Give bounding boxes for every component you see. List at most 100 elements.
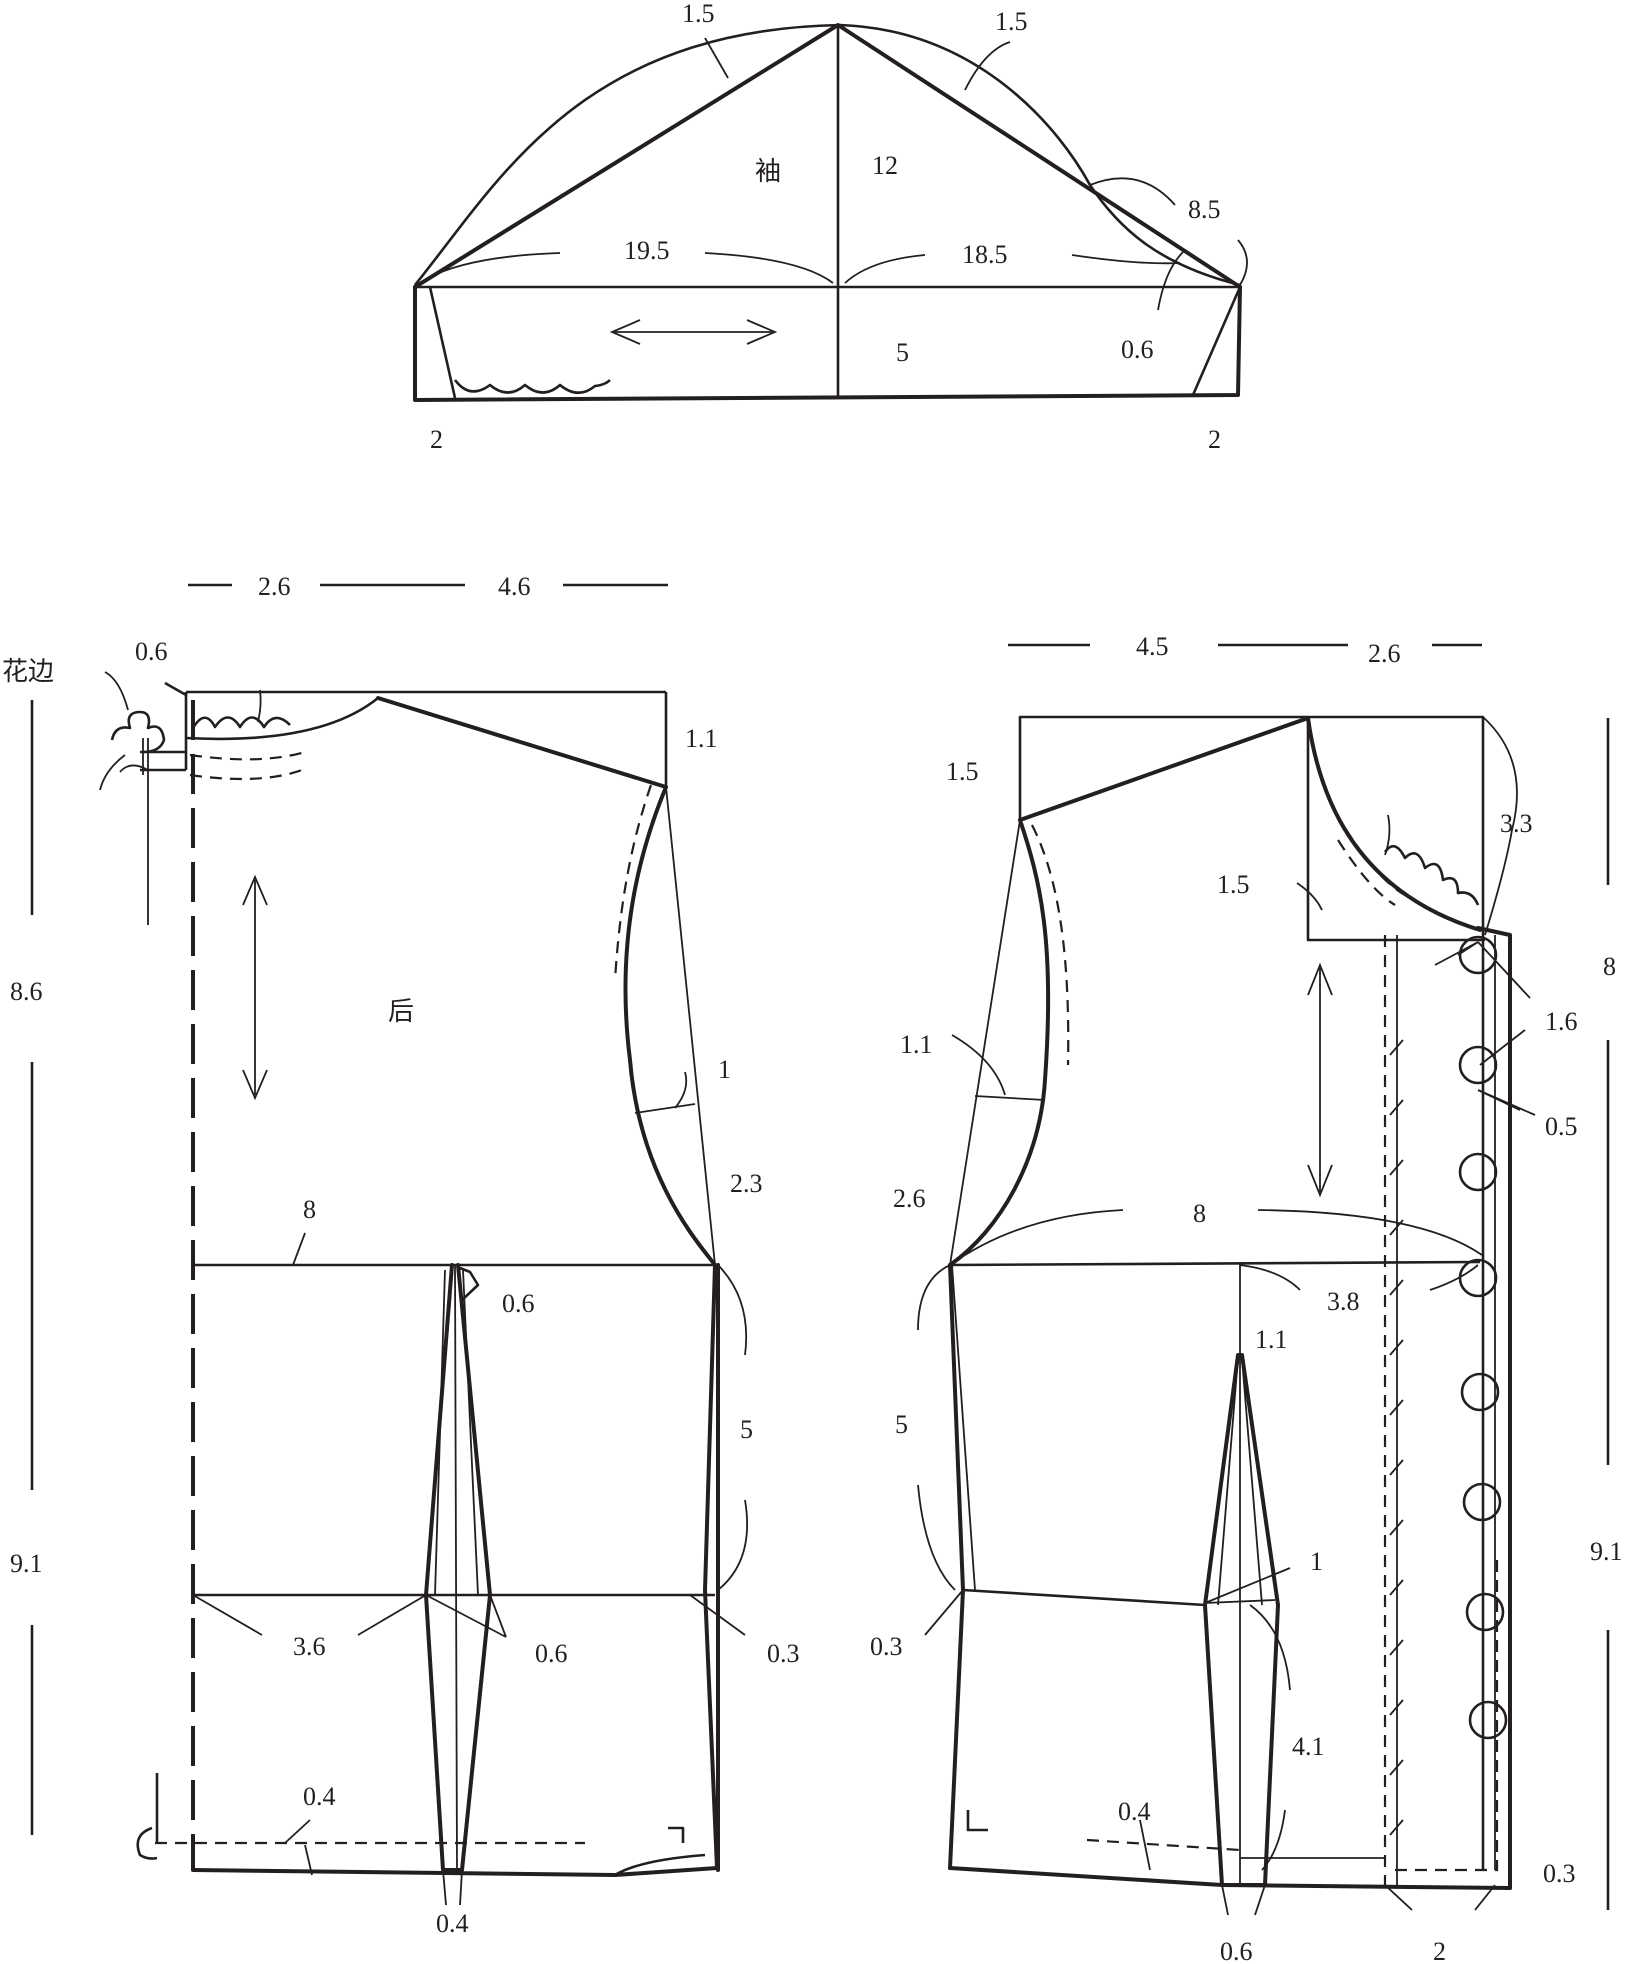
back-shoulder-drop-dim: 1.1 (685, 724, 718, 753)
back-hem-fold (136, 1773, 159, 1860)
sleeve-cap-left-dim: 1.5 (682, 0, 715, 28)
back-grain-arrow (242, 874, 268, 1101)
front-neck-width-dim: 1.5 (1217, 870, 1250, 899)
back-top-left-dim: 2.6 (258, 572, 291, 601)
back-side-inset-dim: 0.3 (767, 1639, 800, 1668)
front-shoulder-line (1018, 716, 1310, 822)
front-hem-corner (966, 1810, 988, 1832)
back-bodice-pattern: 后 花边 2.6 4.6 0.6 1.1 8.6 9.1 1 2.3 8 0.6… (2, 572, 800, 1938)
back-waist-dart (424, 1263, 492, 1872)
front-dart-top-dim: 1.1 (1255, 1325, 1288, 1354)
front-dart-bottom-dim: 0.6 (1220, 1937, 1253, 1964)
front-neck-width-arc (1296, 882, 1323, 911)
back-hem-leader (284, 1819, 313, 1876)
back-waist-leader-left (192, 1594, 263, 1636)
back-lower-length-dim: 9.1 (10, 1549, 43, 1578)
front-dart-leaders (1204, 1567, 1291, 1604)
front-shoulder-drop-dim: 1.5 (946, 757, 979, 786)
back-armhole-angle-dim: 1 (718, 1055, 731, 1084)
front-placket-hem-dim: 0.3 (1543, 1859, 1576, 1888)
sleeve-hem-right-dim: 2 (1208, 425, 1221, 454)
sleeve-back-dim-arc (427, 252, 561, 279)
front-button-size-dim: 1.6 (1545, 1007, 1578, 1036)
front-dart-bottom-leaders (1221, 1884, 1266, 1916)
front-dart-bottom-arc (1261, 1809, 1286, 1871)
back-side-seam (703, 1263, 719, 1870)
back-armhole (623, 785, 717, 1267)
back-side-arc-lower (717, 1499, 748, 1591)
back-label: 后 (388, 997, 414, 1027)
front-top-left-dim: 4.5 (1136, 632, 1169, 661)
sleeve-front-dim-arc-2 (1071, 254, 1181, 265)
front-upper-length-dim: 8 (1603, 952, 1616, 981)
back-top-right-dim: 4.6 (498, 572, 531, 601)
back-waist-leader-side (689, 1594, 746, 1636)
back-collar-trim (99, 671, 306, 925)
button-7 (1465, 1592, 1505, 1632)
front-chest-line (949, 1260, 1481, 1267)
back-armhole-measure (634, 1103, 696, 1114)
back-side-arc-upper (717, 1264, 748, 1356)
front-button-offset-dim: 0.5 (1545, 1112, 1578, 1141)
back-waist-left-dim: 3.6 (293, 1632, 326, 1661)
sleeve-cap-height-dim: 12 (872, 151, 898, 180)
front-dart-inner-r (1241, 1357, 1263, 1606)
front-buttons (1458, 935, 1508, 1740)
button-1 (1458, 935, 1498, 975)
front-neckline-dash-2 (1344, 827, 1406, 896)
back-side-straight (665, 786, 716, 1266)
button-8 (1468, 1700, 1508, 1740)
sleeve-hem-left-dim: 2 (430, 425, 443, 454)
front-chest-arc-left (949, 1209, 1124, 1266)
sleeve-back-line-dim: 19.5 (624, 236, 670, 265)
back-dart-inner-left (434, 1269, 446, 1596)
front-side-inner (951, 1264, 976, 1591)
front-hem-curve-dim: 0.4 (1118, 1797, 1151, 1826)
front-neck-scallop (1383, 844, 1480, 906)
front-armhole (948, 818, 1051, 1267)
front-placket-width-dim: 2 (1433, 1937, 1446, 1964)
front-neckline (1306, 716, 1482, 932)
front-placket-edge (1476, 926, 1512, 1890)
front-neck-depth-dim: 3.3 (1500, 809, 1533, 838)
front-placket-width-leaders (1384, 1884, 1496, 1911)
back-hem-curve-dim: 0.4 (303, 1782, 336, 1811)
button-4 (1458, 1258, 1498, 1298)
front-armhole-dash (1031, 824, 1070, 1066)
button-5 (1460, 1372, 1500, 1412)
back-armhole-angle-arc (674, 1071, 688, 1109)
back-chest-leader (292, 1232, 306, 1266)
front-neck-box (1018, 715, 1485, 942)
front-waist-dart-dim: 1 (1310, 1547, 1323, 1576)
front-side-arc-upper (917, 1264, 951, 1331)
front-dart-inner-l (1217, 1357, 1239, 1606)
back-waist-leader-dart-l (357, 1594, 427, 1636)
back-dart-center (454, 1264, 458, 1871)
back-dart-bottom-leader-r (459, 1869, 463, 1906)
back-dart-inner-right (462, 1269, 479, 1596)
front-placket-dash-inner (1390, 1560, 1499, 1872)
front-dart-length-arc (1249, 1604, 1291, 1691)
front-lower-length-dim: 9.1 (1590, 1537, 1623, 1566)
sleeve-offset-dim: 0.6 (1121, 335, 1154, 364)
front-waist-line (962, 1588, 1206, 1607)
sleeve-back-dim-arc-2 (704, 252, 834, 284)
front-dart-offset-arc-2 (1429, 1264, 1479, 1291)
sleeve-band-right-slant (1191, 286, 1242, 396)
back-hem-curve (614, 1853, 706, 1877)
sleeve-scallop-trim (453, 379, 611, 395)
back-dart-top-dim: 0.6 (502, 1289, 535, 1318)
front-chest-arc-right (1257, 1209, 1483, 1256)
sleeve-pattern: 袖 1.5 1.5 12 8.5 19.5 18.5 0.6 5 2 2 (413, 0, 1248, 454)
sleeve-cap-right-leader (964, 41, 1011, 91)
front-armhole-low-dim: 2.6 (893, 1184, 926, 1213)
front-neck-leader (1384, 814, 1391, 856)
back-armhole-side-dim: 2.3 (730, 1169, 763, 1198)
sleeve-band (413, 285, 1242, 402)
front-bodice-pattern: 4.5 2.6 1.5 1.5 3.3 8 1.6 0.5 1.1 2.6 8 … (870, 632, 1623, 1964)
sleeve-front-dim-arc (844, 254, 926, 284)
front-hem-dash (1086, 1838, 1241, 1852)
front-neckline-dash-1 (1337, 839, 1396, 906)
back-waist-leader-dart-r (489, 1594, 507, 1638)
button-2 (1458, 1045, 1498, 1085)
